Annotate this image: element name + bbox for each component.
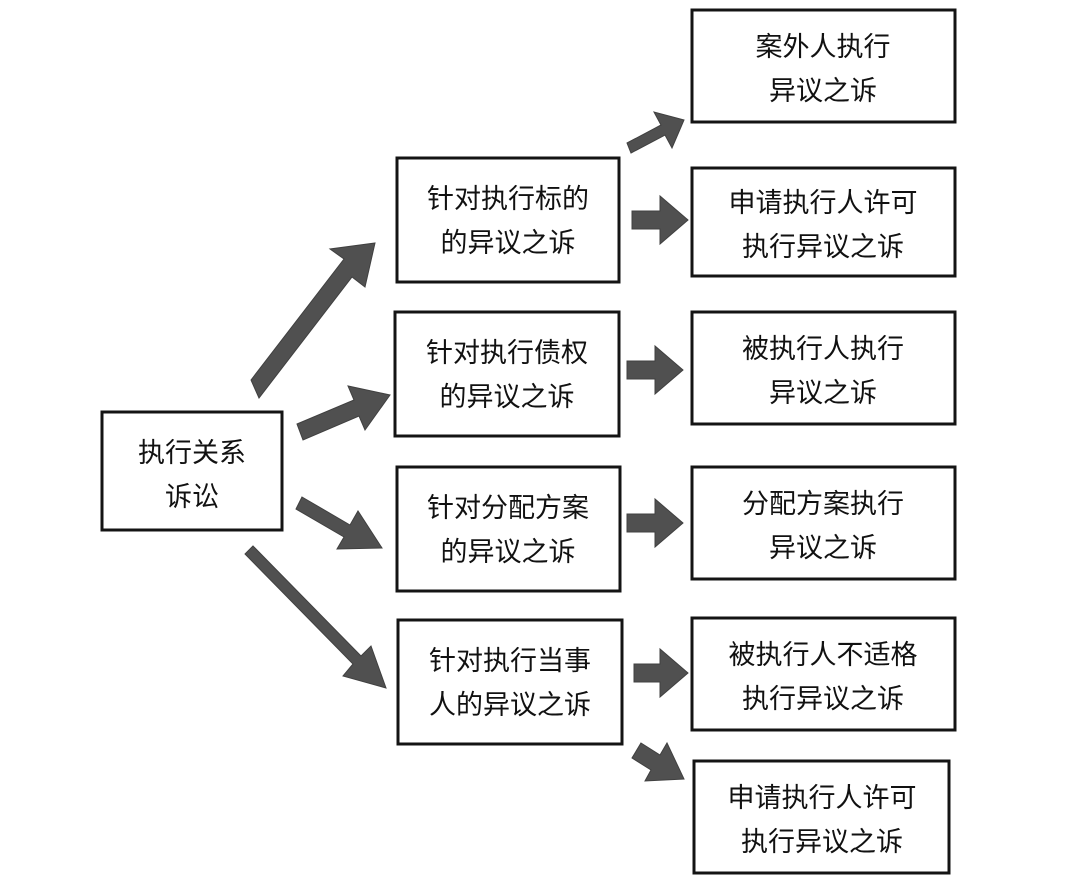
arrow-root-to-party: [244, 545, 387, 689]
result-node-debtor-unfit: 被执行人不适格 执行异议之诉: [690, 616, 957, 732]
result-node-line-2: 异议之诉: [769, 533, 877, 564]
category-node-distribution-plan: 针对分配方案 的异议之诉: [395, 465, 622, 593]
arrow-root-to-claim: [296, 385, 391, 441]
category-node-line-1: 针对执行当事: [429, 646, 591, 677]
result-node-line-2: 执行异议之诉: [741, 827, 903, 858]
result-node-line-2: 异议之诉: [769, 378, 877, 409]
result-node-line-1: 案外人执行: [756, 32, 891, 63]
category-node-line-2: 的异议之诉: [441, 228, 576, 259]
root-node-line-1: 执行关系: [138, 438, 246, 469]
result-node-distribution-plan-objection: 分配方案执行 异议之诉: [690, 465, 957, 581]
category-node-line-2: 人的异议之诉: [429, 690, 591, 721]
arrow-party-to-unfit: [633, 647, 689, 699]
category-node-execution-party: 针对执行当事 人的异议之诉: [396, 618, 624, 746]
category-node-line-2: 的异议之诉: [441, 537, 576, 568]
arrow-root-to-subject: [250, 242, 376, 399]
category-node-line-2: 的异议之诉: [440, 382, 575, 413]
category-node-execution-claim: 针对执行债权 的异议之诉: [393, 310, 621, 438]
result-node-line-2: 执行异议之诉: [742, 232, 904, 263]
result-node-line-1: 被执行人执行: [742, 334, 904, 365]
arrow-claim-to-debtor: [626, 344, 684, 396]
category-node-execution-subject: 针对执行标的 的异议之诉: [395, 156, 621, 284]
root-node: 执行关系 诉讼: [100, 410, 284, 532]
arrow-subject-to-outsider: [626, 111, 685, 154]
result-node-line-2: 执行异议之诉: [742, 684, 904, 715]
result-node-line-1: 申请执行人许可: [729, 188, 918, 219]
result-node-applicant-permission-1: 申请执行人许可 执行异议之诉: [690, 166, 957, 278]
result-node-line-1: 分配方案执行: [742, 489, 904, 520]
result-node-outsider-objection: 案外人执行 异议之诉: [690, 8, 957, 124]
category-node-line-1: 针对执行标的: [427, 184, 589, 215]
arrow-subject-to-applicant: [631, 194, 689, 246]
arrow-party-to-applicant: [631, 741, 685, 782]
result-node-line-2: 异议之诉: [769, 76, 877, 107]
arrow-distribution-to-plan: [626, 497, 684, 549]
arrow-root-to-distribution: [295, 496, 383, 550]
category-node-line-1: 针对分配方案: [427, 493, 589, 524]
result-node-line-1: 申请执行人许可: [728, 783, 917, 814]
result-node-debtor-objection: 被执行人执行 异议之诉: [690, 310, 957, 426]
result-node-applicant-permission-2: 申请执行人许可 执行异议之诉: [692, 759, 951, 875]
result-node-line-1: 被执行人不适格: [729, 640, 918, 671]
root-node-line-2: 诉讼: [165, 482, 219, 513]
category-node-line-1: 针对执行债权: [426, 338, 588, 369]
